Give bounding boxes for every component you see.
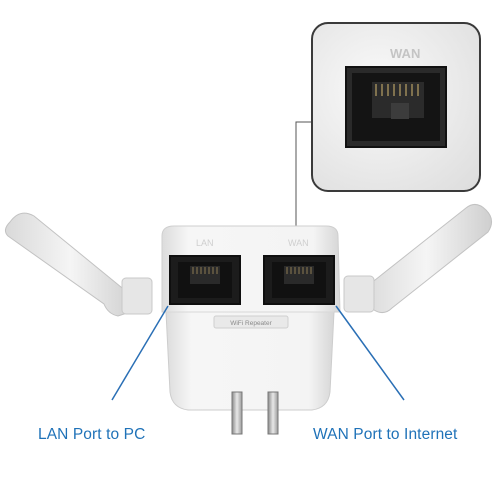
zoom-wan-label: WAN [390, 46, 420, 61]
wan-port [263, 255, 335, 305]
zoom-callout: WAN [311, 22, 481, 192]
power-plug-pins [231, 391, 279, 435]
label-sticker: WiFi Repeater [230, 320, 272, 327]
repeater-device: WiFi Repeater LAN WAN [161, 225, 341, 411]
lan-pointer-line [111, 305, 169, 401]
right-antenna [343, 204, 492, 314]
left-antenna [4, 212, 153, 317]
zoom-wan-port [345, 66, 447, 148]
wan-port-label: WAN [288, 238, 309, 248]
lan-port [169, 255, 241, 305]
wan-caption: WAN Port to Internet [313, 426, 458, 443]
lan-caption: LAN Port to PC [38, 426, 146, 443]
callout-connector-line [295, 121, 318, 232]
lan-port-label: LAN [196, 238, 214, 248]
wan-pointer-line [335, 305, 405, 401]
